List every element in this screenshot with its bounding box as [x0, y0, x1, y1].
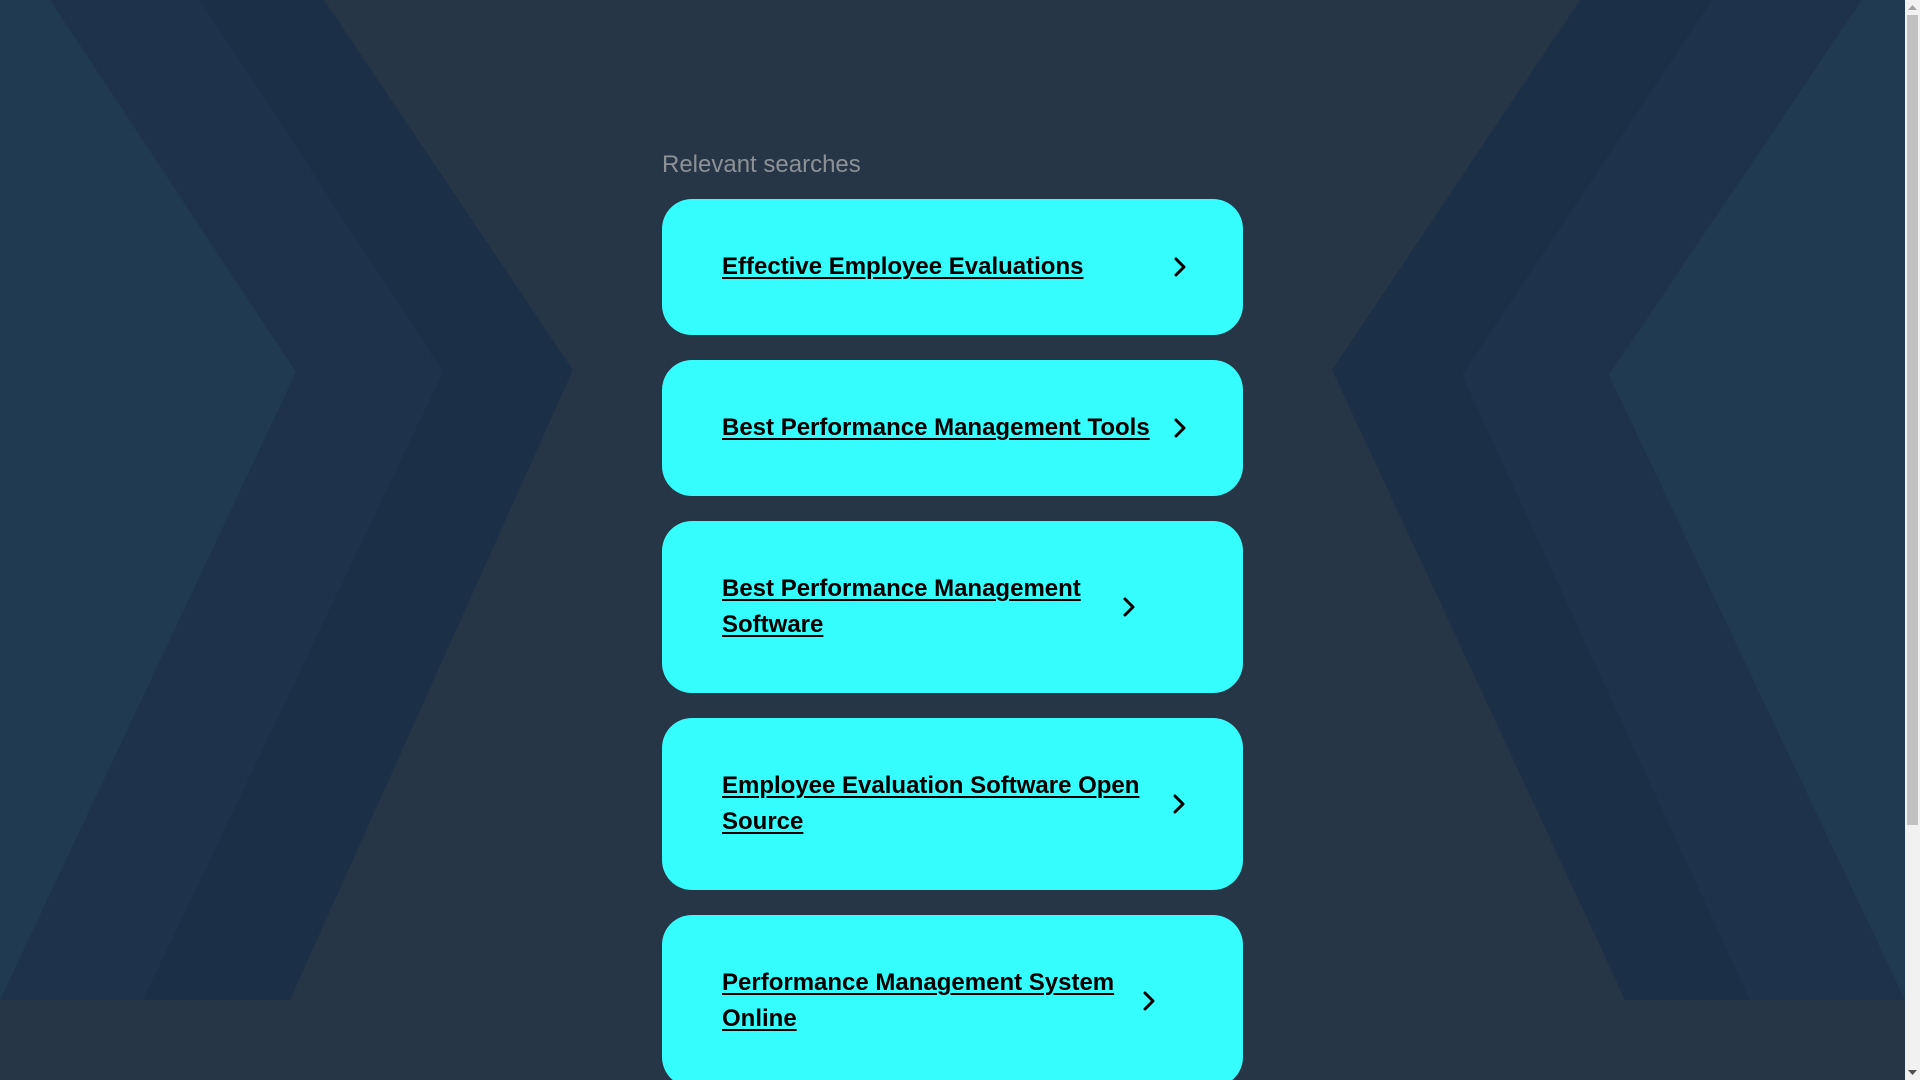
vertical-scrollbar[interactable]	[1905, 0, 1920, 1080]
scroll-up-button[interactable]	[1905, 0, 1920, 15]
left-chevron-inner	[0, 0, 296, 1000]
search-card-best-performance-management-tools[interactable]: Best Performance Management Tools	[662, 360, 1243, 496]
search-link-text[interactable]: Best Performance Management Tools	[722, 414, 1150, 441]
chevron-right-icon	[1143, 991, 1155, 1011]
scroll-down-button[interactable]	[1905, 1065, 1920, 1080]
search-link-text[interactable]: Employee Evaluation Software Open Source	[722, 772, 1140, 835]
right-chevron-inner	[1609, 0, 1905, 1000]
chevron-right-icon	[1123, 597, 1135, 617]
arrow-down-icon	[1908, 1070, 1917, 1075]
search-card-employee-evaluation-software-open-source[interactable]: Employee Evaluation Software Open Source	[662, 718, 1243, 890]
search-card-best-performance-management-software[interactable]: Best Performance Management Software	[662, 521, 1243, 693]
scrollbar-thumb[interactable]	[1907, 15, 1918, 825]
search-link-text[interactable]: Performance Management System Online	[722, 969, 1115, 1032]
search-link-text[interactable]: Effective Employee Evaluations	[722, 253, 1084, 280]
background-chevron-pattern	[0, 0, 1905, 1000]
search-card-effective-employee-evaluations[interactable]: Effective Employee Evaluations	[662, 199, 1243, 335]
chevron-right-icon	[1174, 418, 1186, 438]
chevron-right-icon	[1174, 257, 1186, 277]
search-link-text[interactable]: Best Performance Management Software	[722, 575, 1081, 638]
search-card-performance-management-system-online[interactable]: Performance Management System Online	[662, 915, 1243, 1080]
arrow-up-icon	[1908, 5, 1917, 10]
chevron-right-icon	[1173, 794, 1185, 814]
section-title: Relevant searches	[662, 151, 861, 178]
